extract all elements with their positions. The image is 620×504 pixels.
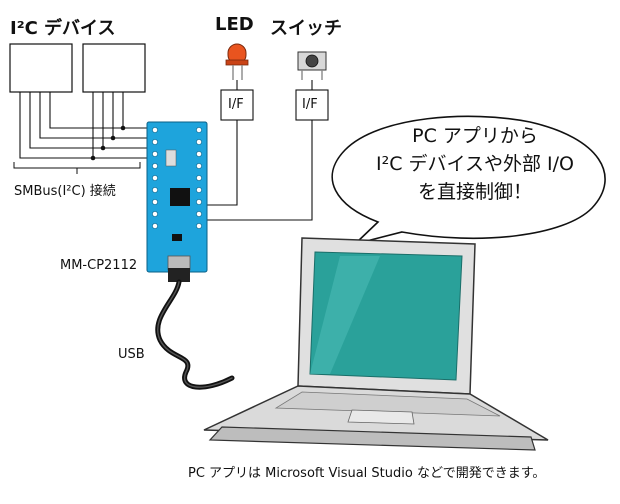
if-wires (207, 120, 313, 221)
i2c-devices-label: I²C デバイス (10, 18, 116, 39)
if-right-label: I/F (302, 97, 318, 112)
speech-bubble (331, 115, 606, 246)
i2c-device-box-right (82, 43, 146, 93)
if-left-label: I/F (228, 97, 244, 112)
speech-bubble-text: PC アプリから I²C デバイスや外部 I/O を直接制御！ (330, 122, 620, 206)
led-icon (225, 43, 249, 80)
switch-label: スイッチ (270, 18, 342, 39)
bubble-line-1: PC アプリから (412, 125, 538, 147)
module-label: MM-CP2112 (60, 258, 138, 273)
smbus-brace (13, 162, 141, 174)
i2c-device-box-left (9, 43, 73, 93)
smbus-label: SMBus(I²C) 接続 (14, 184, 116, 199)
led-label: LED (215, 14, 254, 35)
laptop-illustration (203, 237, 549, 451)
usb-label: USB (118, 347, 145, 362)
bus-junction-dots (90, 125, 126, 161)
caption: PC アプリは Microsoft Visual Studio などで開発できま… (188, 466, 546, 481)
bubble-line-2: I²C デバイスや外部 I/O (376, 153, 574, 175)
i2c-bus-wires (19, 92, 150, 159)
usb-cable (155, 268, 235, 390)
mm-cp2112-board (146, 121, 208, 273)
tact-switch-icon (297, 51, 327, 80)
bubble-line-3: を直接制御！ (417, 181, 532, 203)
